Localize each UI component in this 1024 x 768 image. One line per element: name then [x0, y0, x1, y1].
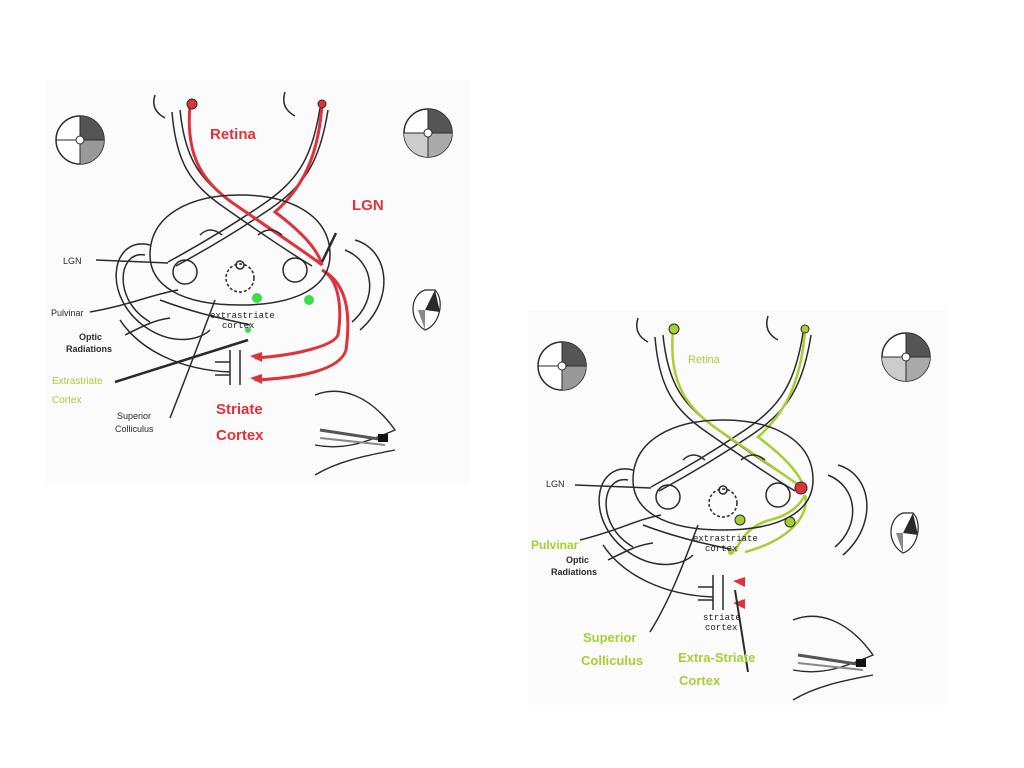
- right-label-lgn: LGN: [546, 479, 565, 489]
- right-cortex-slot: [698, 575, 724, 610]
- right-field-circle-nasal: [537, 341, 587, 391]
- left-label-superior: Superior: [117, 411, 151, 421]
- right-label-radiations: Radiations: [551, 567, 597, 577]
- right-leaders: [574, 484, 749, 673]
- right-label-pulvinar: Pulvinar: [531, 538, 579, 552]
- left-label-striate-cortex: Cortex: [216, 427, 264, 444]
- left-label-lgn: LGN: [63, 256, 82, 266]
- left-label-lgn-red: LGN: [352, 197, 384, 214]
- right-panel-bg: [528, 310, 948, 705]
- right-retina-dot-2: [800, 324, 810, 334]
- left-mono-extrastriate: extrastriate: [210, 311, 275, 321]
- right-lgn-red-dot: [794, 481, 808, 495]
- left-label-colliculus: Colliculus: [115, 424, 154, 434]
- left-label-radiations: Radiations: [66, 344, 112, 354]
- left-red-marker-2: [250, 374, 262, 384]
- left-leaders: [89, 232, 338, 419]
- left-label-pulvinar: Pulvinar: [51, 308, 84, 318]
- left-eye-stalk-right: [283, 91, 296, 117]
- right-wedge-icon: [890, 512, 919, 554]
- right-green-dot-2: [784, 516, 796, 528]
- left-green-dot-3: [245, 327, 251, 333]
- right-red-marker-2: [733, 599, 745, 609]
- right-retina-dot-1: [668, 323, 680, 335]
- left-occipital-sketch: [314, 390, 397, 476]
- left-label-extrastriate: Extrastriate: [52, 376, 103, 387]
- right-diagram: Retina LGN Pulvinar Optic Radiations Sup…: [528, 310, 948, 705]
- left-wedge-icon: [412, 289, 441, 331]
- right-field-circle-temporal: [881, 332, 931, 382]
- right-mono-extrastriate: extrastriate: [693, 534, 758, 544]
- left-cortex-slot: [215, 350, 241, 385]
- right-label-colliculus: Colliculus: [581, 653, 643, 668]
- right-label-extra-striate: Extra-Striate: [678, 650, 755, 665]
- left-retina-dot-2: [317, 99, 327, 109]
- right-green-dot-1: [734, 514, 746, 526]
- left-diagram: Retina LGN LGN Pulvinar Optic Radiations…: [45, 80, 470, 485]
- left-eye-stalk-left: [153, 94, 166, 119]
- right-mono-cortex: cortex: [705, 544, 737, 554]
- right-outer-loops: [598, 464, 868, 598]
- right-eye-stalk-right: [766, 315, 779, 341]
- right-label-retina: Retina: [688, 354, 721, 366]
- right-eye-stalk-left: [636, 317, 649, 343]
- right-green-pathway: [671, 329, 807, 554]
- right-brainstem: [632, 419, 814, 531]
- left-label-optic: Optic: [79, 332, 102, 342]
- left-field-circle-nasal: [55, 115, 105, 165]
- right-occipital-sketch: [792, 615, 875, 701]
- left-label-striate: Striate: [216, 401, 263, 418]
- left-green-dot-1: [252, 293, 262, 303]
- left-retina-dot-1: [186, 98, 198, 110]
- right-red-marker-1: [733, 577, 745, 587]
- left-label-extrastriate-cortex: Cortex: [52, 395, 81, 406]
- right-label-extra-striate-cortex: Cortex: [679, 673, 721, 688]
- right-mono-striate-cortex: cortex: [705, 623, 737, 633]
- left-outer-loops: [115, 239, 385, 373]
- left-field-circle-temporal: [403, 108, 453, 158]
- left-mono-cortex: cortex: [222, 321, 254, 331]
- left-green-dot-2: [304, 295, 314, 305]
- left-red-marker-1: [250, 352, 262, 362]
- right-label-optic: Optic: [566, 555, 589, 565]
- right-green-dot-3: [728, 549, 734, 555]
- right-optic-tracts: [650, 332, 812, 492]
- left-label-retina: Retina: [210, 126, 257, 143]
- right-label-superior: Superior: [583, 630, 636, 645]
- left-brainstem: [149, 194, 331, 306]
- right-mono-striate: striate: [703, 613, 741, 623]
- left-red-pathway: [187, 104, 350, 382]
